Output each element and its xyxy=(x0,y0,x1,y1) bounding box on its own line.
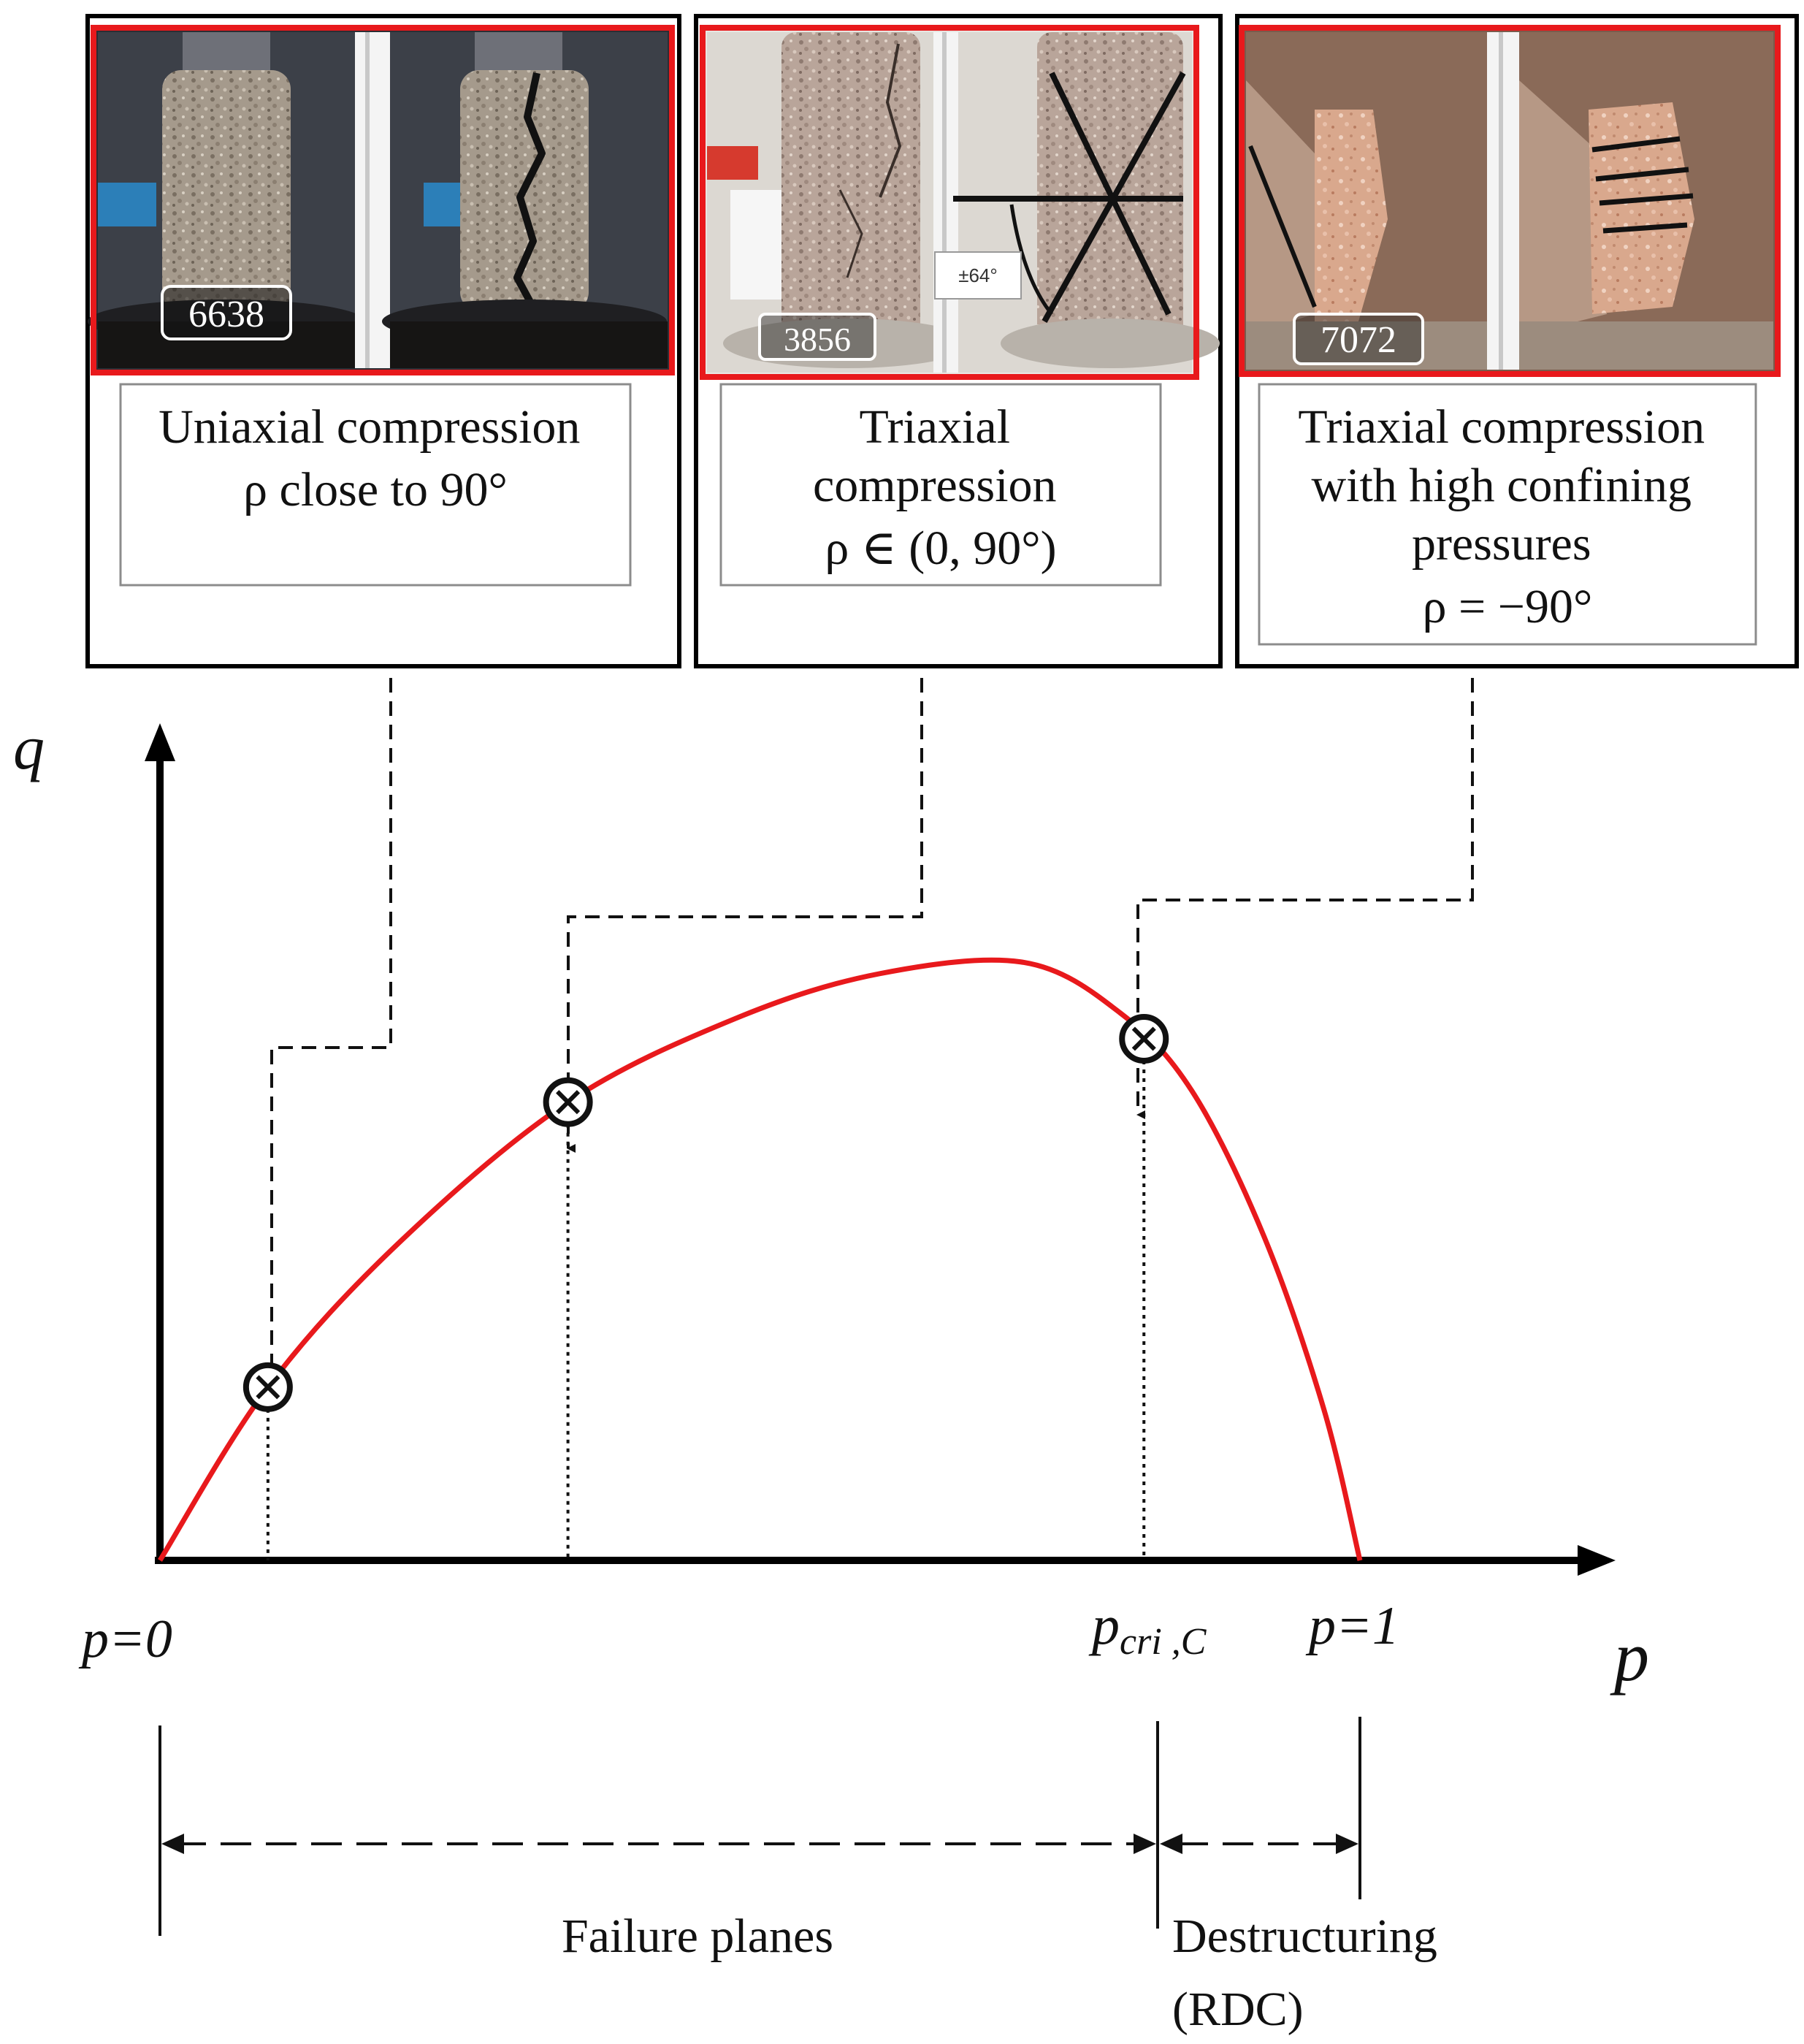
angle-label: ±64° xyxy=(958,264,998,286)
caption-box xyxy=(719,383,1162,587)
panel-frame xyxy=(1235,14,1799,668)
caption-box xyxy=(119,383,632,587)
connector-panel-1 xyxy=(270,678,392,1407)
destructuring-label-rdc: (RDC) xyxy=(1172,1983,1304,2036)
caption-box xyxy=(1258,383,1757,646)
p1-label: p=1 xyxy=(1305,1596,1399,1656)
p-axis-arrow xyxy=(1578,1545,1616,1576)
axes xyxy=(145,723,1616,1576)
q-axis-label: q xyxy=(13,712,45,782)
photo-high-confining: 7072 xyxy=(1242,28,1778,374)
marker-cross-stroke xyxy=(256,1375,280,1400)
marked-point-2 xyxy=(543,1077,593,1560)
panel-connectors xyxy=(270,678,1474,1407)
connector-panel-2 xyxy=(567,678,923,1153)
panel-high-confining: 7072 Triaxial compression with high conf… xyxy=(1235,14,1799,668)
range-indicators xyxy=(158,1717,1361,1936)
crack-line xyxy=(513,72,546,316)
sample-id-tag: 7072 xyxy=(1320,319,1396,361)
connector-panel-3 xyxy=(1136,678,1474,1119)
panel-uniaxial: 6638 Uniaxial compression ρ close to 90° xyxy=(85,14,681,668)
panel-triaxial: ±64° 3856 Triaxial compression ρ ∈ (0, 9… xyxy=(694,14,1223,668)
marked-point-3 xyxy=(1119,1014,1169,1560)
caption-high-confining: Triaxial compression with high confining… xyxy=(1298,400,1716,633)
marker-cross-stroke xyxy=(556,1090,581,1115)
pcri-label: pcri ,C xyxy=(1088,1595,1207,1663)
photo-border xyxy=(91,25,675,375)
photo-border xyxy=(700,25,1199,380)
q-axis-arrow xyxy=(145,723,175,761)
photo-triaxial: ±64° 3856 xyxy=(703,28,1220,377)
caption-uniaxial: Uniaxial compression ρ close to 90° xyxy=(158,400,592,516)
sample-id-tag: 3856 xyxy=(784,321,851,358)
p0-label: p=0 xyxy=(78,1609,172,1669)
failure-plane-line xyxy=(1049,72,1172,316)
panel-frame xyxy=(694,14,1223,668)
p-axis-label: p xyxy=(1610,1617,1649,1696)
marked-point-1 xyxy=(242,1362,293,1560)
sample-id-tag: 6638 xyxy=(188,294,264,335)
panel-frame xyxy=(85,14,681,668)
curve-layer xyxy=(158,957,1363,1562)
marker-cross-stroke xyxy=(1131,1026,1156,1051)
photo-border xyxy=(1239,25,1781,377)
failure-planes-label: Failure planes xyxy=(562,1910,833,1963)
caption-triaxial: Triaxial compression ρ ∈ (0, 90°) xyxy=(813,400,1069,575)
failure-curve xyxy=(158,957,1363,1562)
destructuring-label: Destructuring xyxy=(1172,1910,1437,1963)
photo-uniaxial: 6638 xyxy=(88,28,672,373)
